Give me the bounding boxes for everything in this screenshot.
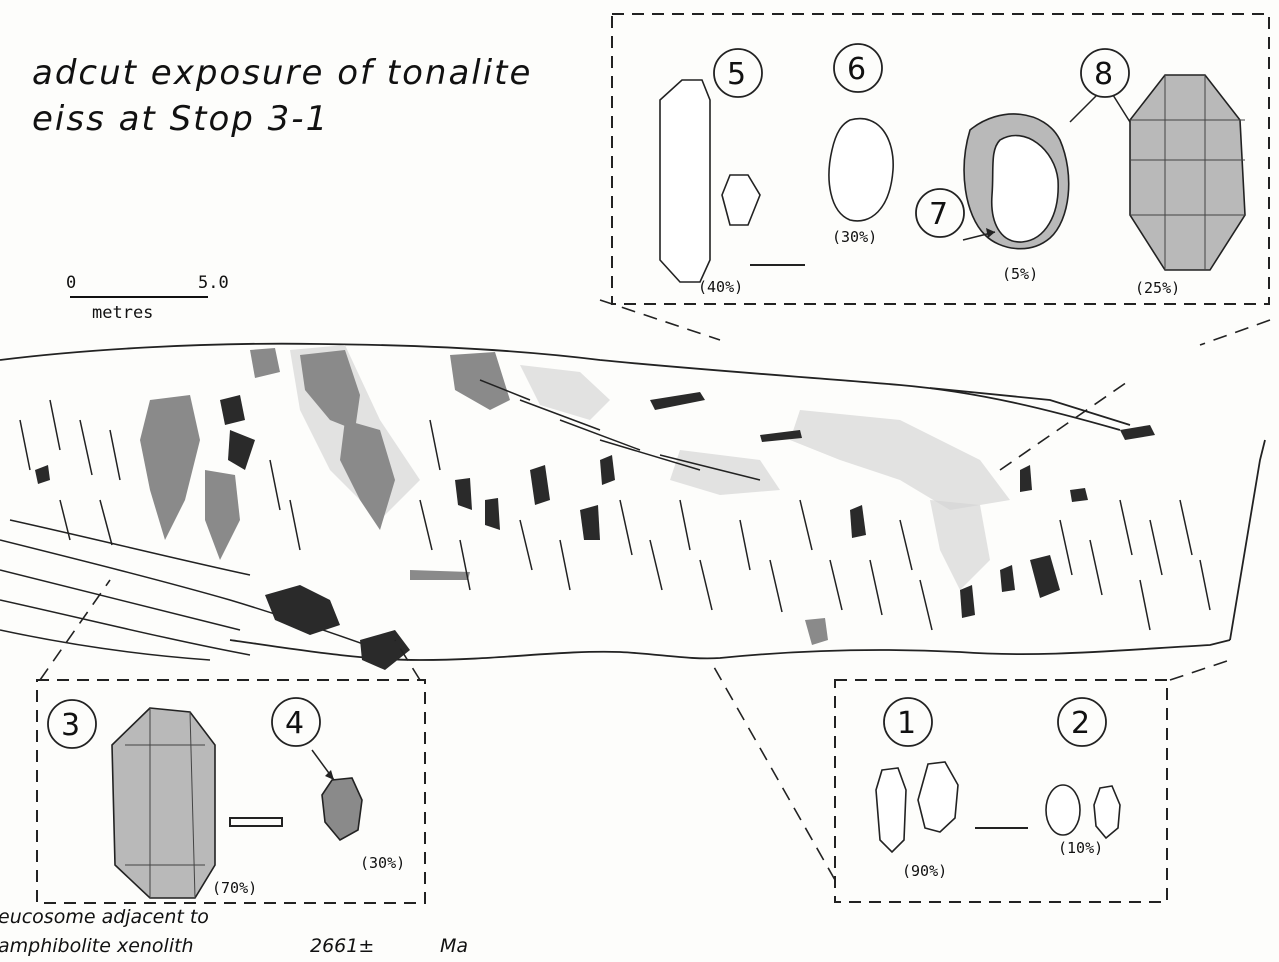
- zircon-crystal-8: [1130, 75, 1245, 270]
- group-2-number: 2: [1071, 706, 1090, 741]
- caption-age: 2661±: [310, 935, 374, 957]
- inset-top-right: 5 (40%) 6 (30%) 7 (5%) 8 (25%): [612, 14, 1269, 304]
- scale-bar-end-label: 5.0: [198, 273, 229, 293]
- zircon-crystal-5a: [660, 80, 710, 282]
- group-2-percent: (10%): [1058, 839, 1103, 857]
- scale-bar-start-label: 0: [66, 273, 76, 293]
- title-line-1: adcut exposure of tonalite: [32, 53, 532, 93]
- zircon-crystal-1b: [918, 762, 958, 832]
- group-4-percent: (30%): [360, 854, 405, 872]
- group-1-number: 1: [897, 706, 916, 741]
- caption-age-unit: Ma: [440, 935, 468, 957]
- group-3-number: 3: [61, 708, 80, 743]
- group-6-percent: (30%): [832, 228, 877, 246]
- caption-line-2: amphibolite xenolith: [0, 935, 194, 957]
- zircon-crystal-2a: [1046, 785, 1080, 835]
- title-line-2: eiss at Stop 3-1: [32, 99, 329, 139]
- inset-bottom-left: 3 (70%) 4 (30%): [37, 680, 425, 903]
- inset-bottom-right: 1 (90%) 2 (10%): [835, 680, 1167, 902]
- group-7-number: 7: [929, 197, 948, 232]
- group-7-percent: (5%): [1002, 265, 1038, 283]
- group-8-number: 8: [1094, 57, 1113, 92]
- zircon-crystal-6: [829, 119, 893, 221]
- group-5-percent: (40%): [698, 278, 743, 296]
- group-1-percent: (90%): [902, 862, 947, 880]
- group-5-number: 5: [727, 57, 746, 92]
- zircon-crystal-2b: [1094, 786, 1120, 838]
- zircon-crystal-5b: [722, 175, 760, 225]
- caption: eucosome adjacent to amphibolite xenolit…: [0, 906, 468, 957]
- group-8-percent: (25%): [1135, 279, 1180, 297]
- zircon-crystal-3: [112, 708, 215, 898]
- zircon-crystal-1a: [876, 768, 906, 852]
- scale-bar: 0 5.0 metres: [66, 273, 229, 323]
- group-3-percent: (70%): [212, 879, 257, 897]
- scale-bar-unit-label: metres: [92, 303, 153, 323]
- zircon-crystal-4: [322, 778, 362, 840]
- group-6-number: 6: [847, 52, 866, 87]
- group-4-number: 4: [285, 706, 304, 741]
- caption-line-1: eucosome adjacent to: [0, 906, 209, 928]
- foliation-strokes: [20, 380, 1210, 630]
